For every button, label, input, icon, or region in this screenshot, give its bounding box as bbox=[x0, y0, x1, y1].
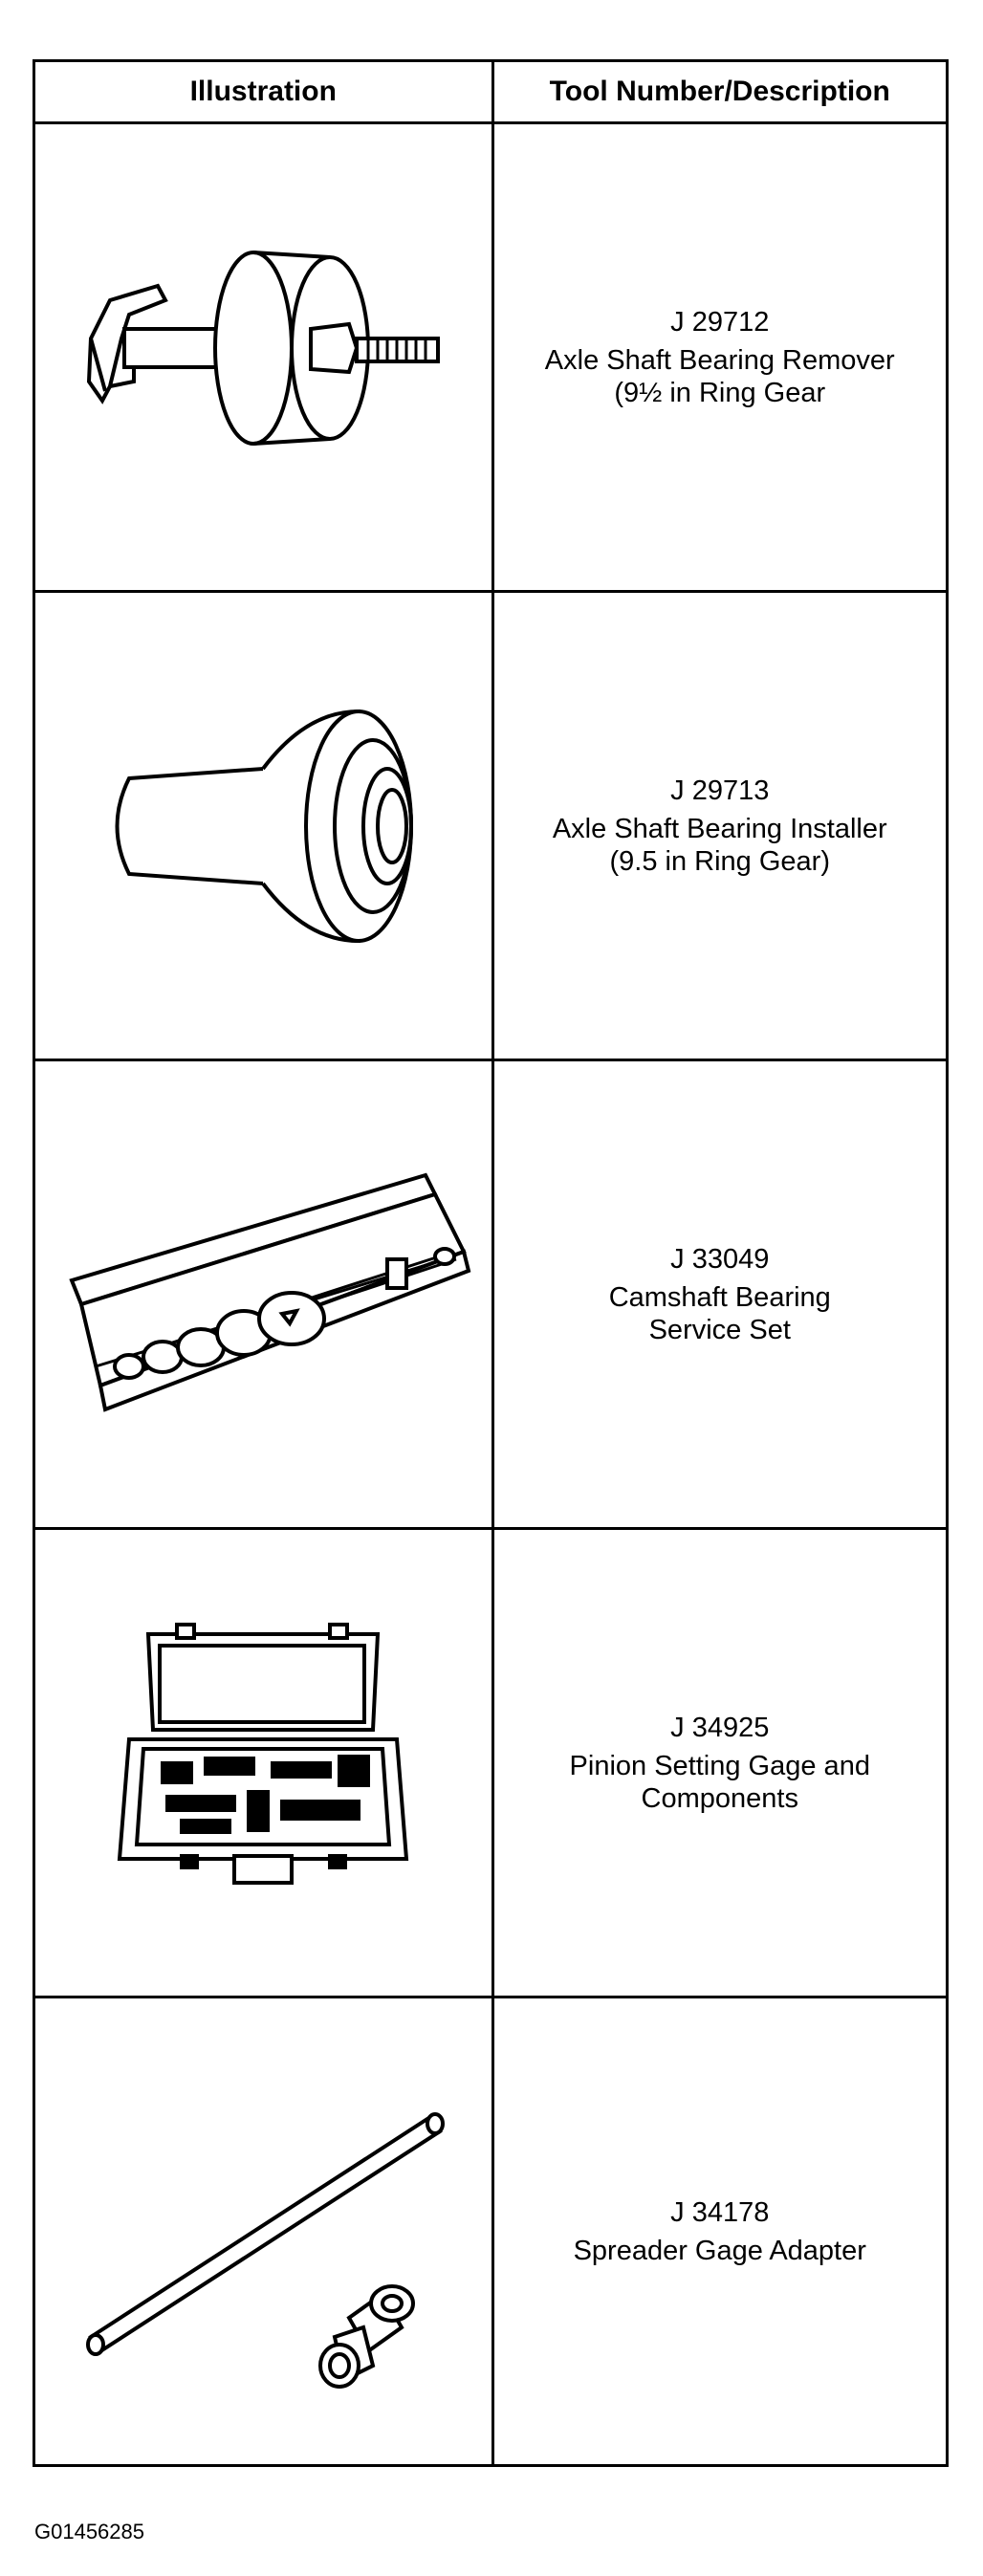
tool-description-line: Axle Shaft Bearing Remover bbox=[544, 344, 895, 376]
tool-number: J 33049 bbox=[670, 1243, 770, 1275]
table-row: J 33049 Camshaft Bearing Service Set bbox=[33, 1059, 949, 1530]
illustration-cell bbox=[33, 1059, 494, 1530]
tool-description-line: Pinion Setting Gage and bbox=[569, 1750, 870, 1781]
illustration-cell bbox=[33, 1996, 494, 2467]
illustration-cell bbox=[33, 121, 494, 593]
tool-description-line: (9.5 in Ring Gear) bbox=[609, 845, 831, 877]
tool-number: J 29713 bbox=[670, 775, 770, 806]
tool-number: J 34178 bbox=[670, 2196, 770, 2228]
illustration-cell bbox=[33, 590, 494, 1061]
tool-description-line: Camshaft Bearing bbox=[608, 1281, 831, 1313]
column-header-illustration: Illustration bbox=[33, 59, 494, 124]
table-row: J 29713 Axle Shaft Bearing Installer (9.… bbox=[33, 590, 949, 1061]
axle-shaft-bearing-installer-icon bbox=[115, 709, 414, 943]
tool-description-line: Spreader Gage Adapter bbox=[573, 2235, 866, 2266]
table-row: J 34178 Spreader Gage Adapter bbox=[33, 1996, 949, 2467]
camshaft-bearing-service-set-icon bbox=[69, 1172, 471, 1412]
illustration-cell bbox=[33, 1527, 494, 1998]
tool-description-line: Components bbox=[641, 1782, 798, 1814]
axle-shaft-bearing-remover-icon bbox=[87, 250, 441, 446]
spreader-gage-adapter-icon bbox=[86, 2111, 446, 2389]
special-tools-table: Illustration Tool Number/Description bbox=[33, 59, 949, 2467]
figure-id: G01456285 bbox=[34, 2520, 144, 2543]
table-row: J 29712 Axle Shaft Bearing Remover (9½ i… bbox=[33, 121, 949, 593]
tool-description-cell: J 34178 Spreader Gage Adapter bbox=[491, 1996, 949, 2467]
tool-description-cell: J 29712 Axle Shaft Bearing Remover (9½ i… bbox=[491, 121, 949, 593]
tool-description-cell: J 34925 Pinion Setting Gage and Componen… bbox=[491, 1527, 949, 1998]
tool-description-line: Service Set bbox=[648, 1314, 791, 1345]
tool-description-line: Axle Shaft Bearing Installer bbox=[552, 813, 887, 844]
tool-number: J 29712 bbox=[670, 306, 770, 338]
column-header-tool-description: Tool Number/Description bbox=[491, 59, 949, 124]
tool-description-line: (9½ in Ring Gear bbox=[614, 377, 826, 408]
pinion-setting-gage-case-icon bbox=[118, 1622, 409, 1885]
table-header-row: Illustration Tool Number/Description bbox=[33, 59, 949, 124]
tool-description-cell: J 33049 Camshaft Bearing Service Set bbox=[491, 1059, 949, 1530]
table-row: J 34925 Pinion Setting Gage and Componen… bbox=[33, 1527, 949, 1998]
tool-number: J 34925 bbox=[670, 1712, 770, 1743]
tool-description-cell: J 29713 Axle Shaft Bearing Installer (9.… bbox=[491, 590, 949, 1061]
